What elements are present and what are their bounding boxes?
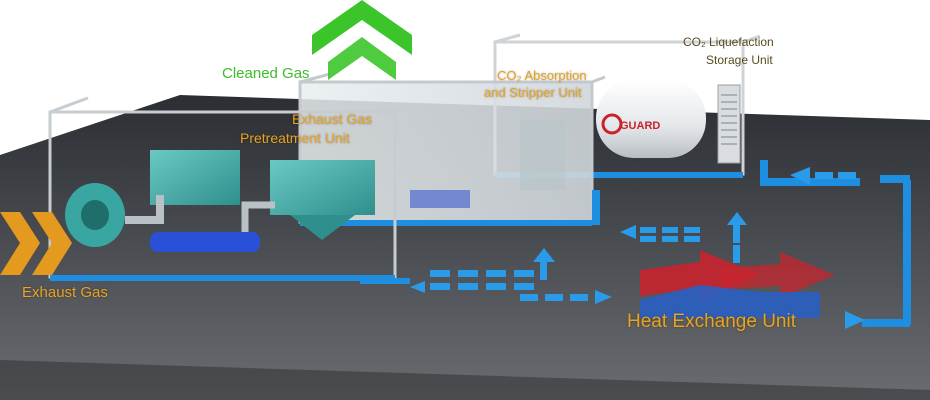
pretreatment-label-line2: Pretreatment Unit xyxy=(240,130,350,146)
tank-logo: GUARD xyxy=(601,113,660,135)
heat-exchanger-tube xyxy=(150,232,260,252)
liquefaction-label-line2: Storage Unit xyxy=(706,53,773,67)
filter-vessel xyxy=(270,160,375,215)
liquefaction-unit: GUARD xyxy=(493,33,761,178)
cleaned-gas-arrow xyxy=(312,0,412,80)
absorption-label-line1: CO₂ Absorption xyxy=(497,68,587,83)
flow-dashes xyxy=(410,167,865,329)
pretreatment-unit xyxy=(48,96,406,281)
cleaned-gas-label: Cleaned Gas xyxy=(222,65,310,82)
heat-exchange-arrows xyxy=(640,250,835,318)
pretreatment-label-line1: Exhaust Gas xyxy=(292,111,373,127)
svg-text:GUARD: GUARD xyxy=(620,120,660,132)
chiller-cabinet xyxy=(717,84,741,164)
storage-tank xyxy=(596,80,706,158)
scrubber-vessel xyxy=(150,150,240,205)
liquefaction-label-line1: CO₂ Liquefaction xyxy=(683,35,774,49)
heat-exchange-label: Heat Exchange Unit xyxy=(627,311,796,332)
exhaust-gas-label: Exhaust Gas xyxy=(22,284,108,301)
absorption-label-line2: and Stripper Unit xyxy=(484,85,582,100)
exhaust-gas-arrow xyxy=(0,212,72,275)
